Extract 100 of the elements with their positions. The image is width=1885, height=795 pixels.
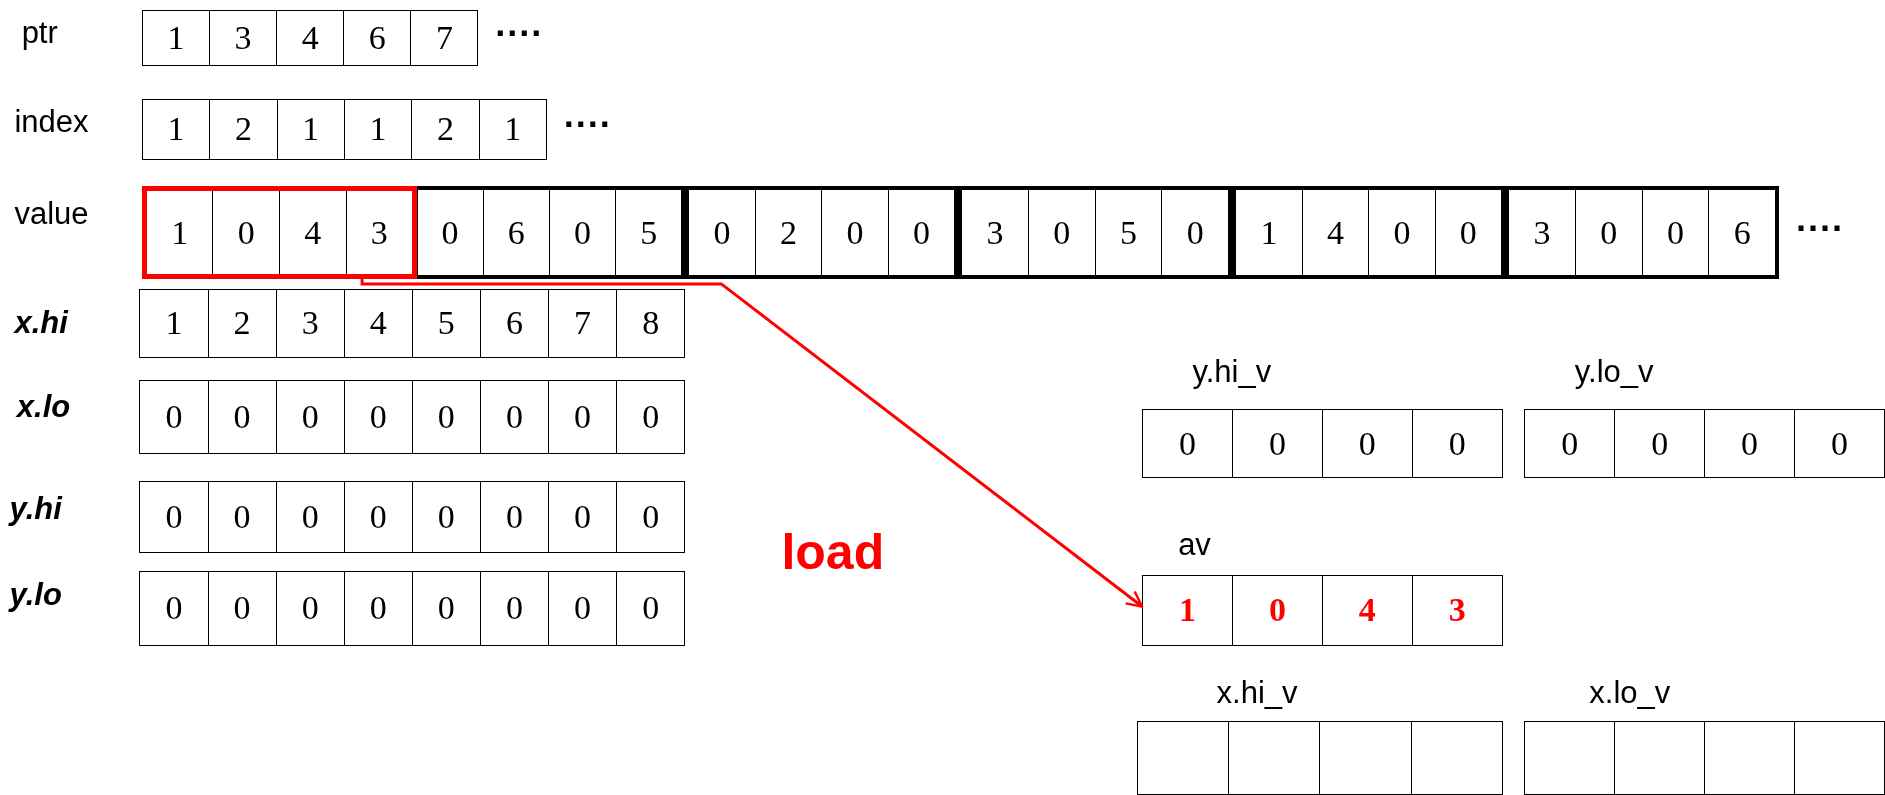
array — [685, 186, 959, 279]
array-cell: 0 — [343, 380, 412, 454]
array-cell: 2 — [207, 289, 276, 358]
array-cell: 0 — [411, 481, 480, 552]
array-cell: 1 — [343, 99, 412, 159]
array-cell: 0 — [548, 481, 617, 552]
array-cell: 0 — [548, 190, 616, 275]
array — [1142, 408, 1503, 479]
array — [1524, 408, 1885, 479]
array-cell: 0 — [548, 572, 617, 645]
array-cell: 0 — [207, 380, 276, 454]
array-cell: 0 — [1231, 575, 1322, 645]
array-cell: 0 — [1161, 190, 1229, 275]
array-cell: 0 — [616, 380, 685, 454]
row-label: x.lo_v — [1589, 676, 1671, 708]
row-label: ptr — [21, 16, 58, 48]
array — [1142, 574, 1503, 646]
array-cell: 0 — [548, 380, 617, 454]
array-cell: 4 — [1321, 575, 1412, 645]
array-cell-text: 0 — [1178, 423, 1197, 464]
array-cell: 0 — [1641, 190, 1709, 275]
row-label: av — [1178, 528, 1211, 560]
array-cell: 0 — [1231, 409, 1322, 478]
array-cell-text: 3 — [985, 212, 1005, 253]
array-cell: 0 — [1704, 409, 1795, 478]
array — [141, 98, 547, 160]
array-cell-text: 0 — [440, 212, 460, 253]
row-label: x.lo — [16, 390, 71, 422]
array-cell: 1 — [478, 99, 546, 159]
array-cell: 6 — [1708, 190, 1776, 275]
array-cell-text: 1 — [164, 303, 184, 344]
array-cell-text: 1 — [1259, 212, 1279, 253]
array-cell-text: 3 — [1532, 212, 1552, 253]
array-cell: 0 — [1368, 190, 1435, 275]
ellipsis: ···· — [1796, 210, 1844, 247]
row-label: y.lo_v — [1574, 355, 1654, 387]
array-cell: 4 — [279, 191, 346, 274]
row-label: y.lo — [9, 579, 62, 611]
ellipsis: ···· — [495, 15, 544, 52]
row-label: y.hi_v — [1192, 355, 1272, 387]
array-cell-text: 0 — [712, 212, 732, 253]
annotation-label: load — [781, 526, 885, 577]
array — [958, 186, 1233, 279]
array — [139, 480, 686, 553]
array-cell: 0 — [616, 572, 685, 645]
array-cell: 0 — [1321, 409, 1412, 478]
array-cell: 1 — [276, 99, 344, 159]
array-cell: 0 — [212, 191, 279, 274]
array-cell: 0 — [1411, 409, 1502, 478]
array-cell: 3 — [1411, 575, 1502, 645]
row-label: y.hi — [9, 492, 62, 524]
array-cell-text: 1 — [1178, 590, 1197, 631]
array — [139, 379, 686, 455]
array-cell: 4 — [343, 289, 412, 358]
array — [1524, 721, 1885, 795]
array — [141, 186, 418, 279]
array-cell: 4 — [276, 10, 344, 66]
array-cell: 0 — [1614, 409, 1705, 478]
row-label: x.hi_v — [1216, 676, 1298, 708]
array — [139, 288, 686, 359]
array-cell: 0 — [275, 481, 344, 552]
array-cell: 0 — [1434, 190, 1502, 275]
array-cell: 8 — [616, 289, 685, 358]
array-cell: 0 — [343, 481, 412, 552]
array-cell-text: 0 — [164, 588, 184, 629]
array — [1137, 721, 1503, 795]
array-cell: 0 — [207, 572, 276, 645]
array-cell: 5 — [411, 289, 480, 358]
array-cell: 7 — [410, 10, 478, 66]
array-cell: 2 — [209, 99, 277, 159]
array — [1505, 186, 1780, 279]
array-cell: 6 — [479, 289, 548, 358]
arrow — [360, 277, 1144, 608]
array-cell: 0 — [479, 572, 548, 645]
array-cell: 0 — [1574, 190, 1642, 275]
array-cell: 4 — [1301, 190, 1369, 275]
array-cell: 3 — [345, 191, 413, 274]
array-cell: 6 — [343, 10, 411, 66]
array-cell: 0 — [411, 572, 480, 645]
array-cell: 0 — [1027, 190, 1095, 275]
array — [1232, 186, 1506, 279]
array-cell-text: 0 — [1560, 423, 1580, 464]
array — [141, 9, 479, 67]
array-cell: 0 — [1794, 409, 1884, 478]
array-cell: 0 — [411, 380, 480, 454]
array-cell: 0 — [275, 380, 344, 454]
array-cell: 0 — [821, 190, 888, 275]
array-cell: 5 — [1094, 190, 1162, 275]
array-cell: 2 — [411, 99, 479, 159]
array-cell: 3 — [208, 10, 277, 66]
array-cell: 0 — [887, 190, 955, 275]
array-cell: 6 — [482, 190, 549, 275]
array-cell-text: 1 — [166, 109, 186, 150]
array-cell: 0 — [343, 572, 412, 645]
array-cell-text: 1 — [166, 17, 186, 58]
row-label: index — [14, 105, 89, 137]
array-cell: 0 — [479, 481, 548, 552]
array-cell: 0 — [207, 481, 276, 552]
ellipsis: ···· — [563, 107, 612, 144]
array-cell-text: 0 — [164, 397, 184, 438]
